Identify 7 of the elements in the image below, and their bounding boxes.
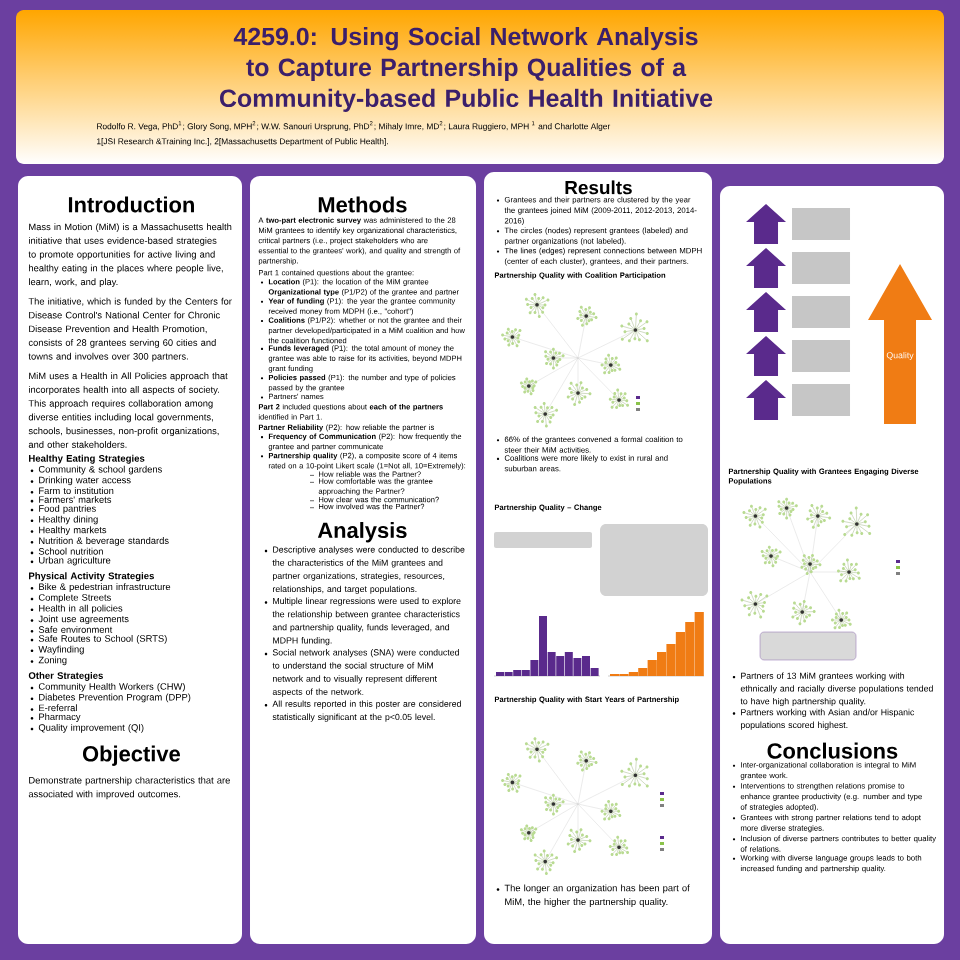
section-heading: Methods	[318, 196, 407, 213]
poster-title: 4259.0: Using Social Network Analysis to Capture Partnership Qualities of a Community-based Public Health Initiative	[220, 27, 713, 112]
section-heading: Results	[565, 180, 632, 195]
section-heading: Analysis	[317, 522, 407, 543]
section-heading: Conclusions	[767, 742, 898, 759]
section-heading: Introduction	[68, 196, 194, 213]
section-heading: Objective	[82, 745, 180, 766]
